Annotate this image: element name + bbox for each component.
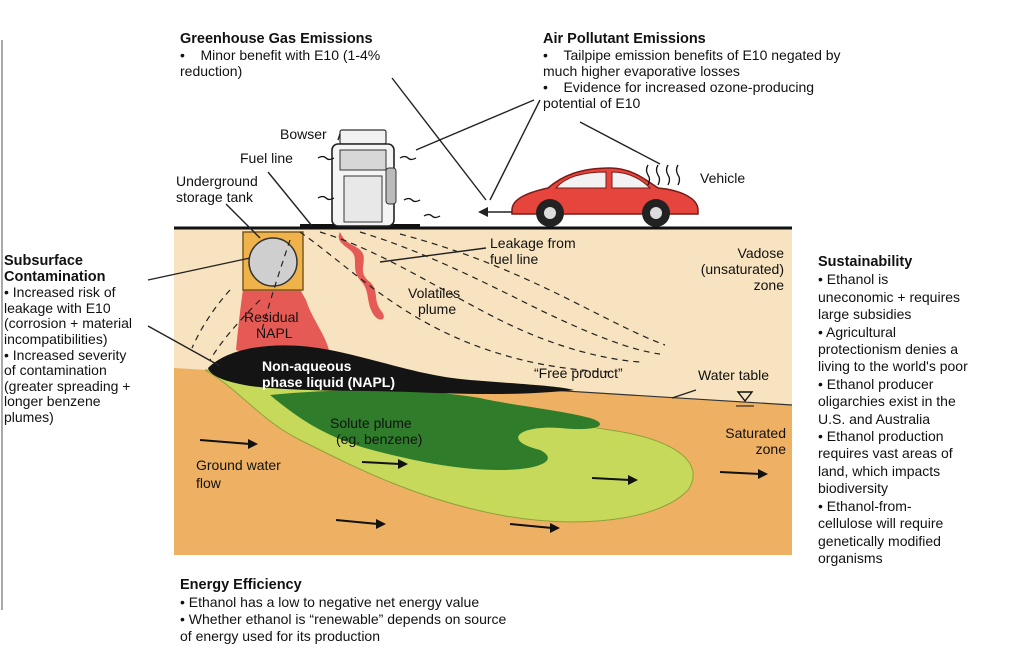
label-residual-2: NAPL — [256, 325, 293, 341]
subsurface-line-9: plumes) — [4, 408, 54, 425]
air-bullet-2-text: Evidence for increased ozone-producing — [563, 79, 815, 95]
napl-pool — [208, 345, 574, 394]
subsurface-heading-2: Contamination — [4, 268, 106, 285]
label-vadose-1: Vadose — [738, 245, 785, 261]
groundwater-arrowheads — [248, 439, 768, 533]
air-bullet-2: • Evidence for increased ozone-producing — [543, 79, 815, 95]
subsurface-section: Subsurface Contamination • Increased ris… — [4, 253, 172, 426]
sustainability-line-3: large subsidies — [818, 306, 912, 323]
air-bullet-1-text: Tailpipe emission benefits of E10 negate… — [563, 47, 841, 63]
sustainability-line-16: genetically modified — [818, 532, 941, 549]
air-bullet-1: • Tailpipe emission benefits of E10 nega… — [543, 47, 841, 63]
subsurface-line-7: (greater spreading + — [4, 377, 131, 394]
label-ust-2: storage tank — [176, 189, 254, 205]
groundwater-flow-arrows — [199, 439, 761, 529]
energy-heading: Energy Efficiency — [180, 577, 302, 593]
sustainability-line-4: • Agricultural — [818, 323, 897, 340]
air-bullet-1-cont: much higher evaporative losses — [543, 63, 740, 79]
sustainability-line-6: living to the world's poor — [818, 358, 968, 375]
sustainability-heading: Sustainability — [818, 254, 913, 270]
greenhouse-bullet-1: • Minor benefit with E10 (1-4% — [180, 47, 381, 63]
energy-line-3: of energy used for its production — [180, 628, 381, 644]
label-solute-1: Solute plume — [330, 415, 412, 431]
air-heading: Air Pollutant Emissions — [543, 31, 706, 47]
storage-tank — [248, 237, 298, 287]
sustainability-line-12: land, which impacts — [818, 462, 941, 479]
fuel-line-leak — [338, 232, 384, 320]
subsurface-line-6: of contamination — [4, 362, 107, 379]
label-volatiles-1: Volatiles — [408, 285, 460, 301]
bowser-pump — [331, 129, 397, 227]
sustainability-line-10: • Ethanol production — [818, 428, 944, 445]
label-bowser: Bowser — [280, 126, 327, 142]
greenhouse-bullet-1-cont: reduction) — [180, 63, 243, 79]
label-napl-2: phase liquid (NAPL) — [262, 374, 395, 390]
subsurface-line-4: incompatibilities) — [4, 330, 108, 347]
emission-arrow — [478, 207, 512, 217]
label-groundwater-1: Ground water — [196, 457, 281, 473]
sustainability-line-7: • Ethanol producer — [818, 375, 934, 392]
label-leakage-1: Leakage from — [490, 235, 576, 251]
sustainability-line-14: • Ethanol-from- — [818, 497, 912, 514]
sustainability-line-15: cellulose will require — [818, 515, 944, 532]
sustainability-line-2: uneconomic + requires — [818, 288, 961, 305]
subsurface-line-1: • Increased risk of — [4, 284, 116, 301]
energy-section: Energy Efficiency • Ethanol has a low to… — [180, 577, 660, 645]
leader-lines — [147, 77, 697, 399]
label-free-product: “Free product” — [534, 365, 623, 381]
evaporation-squiggles — [317, 155, 681, 219]
label-residual-1: Residual — [244, 309, 298, 325]
label-saturated-2: zone — [756, 441, 787, 457]
label-vadose-2: (unsaturated) — [701, 261, 784, 277]
air-bullet-2-cont: potential of E10 — [543, 95, 641, 111]
label-groundwater-2: flow — [196, 475, 222, 491]
label-water-table: Water table — [698, 367, 769, 383]
label-fuel-line: Fuel line — [240, 150, 293, 166]
label-saturated-1: Saturated — [725, 425, 786, 441]
label-leakage-2: fuel line — [490, 251, 538, 267]
greenhouse-bullet-1-text: Minor benefit with E10 (1-4% — [200, 47, 381, 63]
subsurface-line-5: • Increased severity — [4, 346, 127, 363]
sustainability-line-1: • Ethanol is — [818, 271, 889, 288]
volatiles-plume-lines — [191, 231, 666, 373]
sustainability-line-11: requires vast areas of — [818, 445, 953, 462]
greenhouse-section: Greenhouse Gas Emissions • Minor benefit… — [180, 31, 480, 79]
subsurface-heading-1: Subsurface — [4, 253, 83, 269]
air-section: Air Pollutant Emissions • Tailpipe emiss… — [543, 31, 943, 111]
energy-line-1: • Ethanol has a low to negative net ener… — [180, 594, 480, 610]
subsurface-line-3: (corrosion + material — [4, 315, 132, 332]
label-solute-2: (eg. benzene) — [336, 431, 422, 447]
subsurface-line-2: leakage with E10 — [4, 299, 111, 316]
label-napl-1: Non-aqueous — [262, 358, 352, 374]
label-vehicle: Vehicle — [700, 170, 745, 186]
sustainability-line-5: protectionism denies a — [818, 341, 959, 358]
sustainability-line-9: U.S. and Australia — [818, 410, 931, 427]
sustainability-line-8: oligarchies exist in the — [818, 393, 956, 410]
sustainability-line-13: biodiversity — [818, 480, 889, 497]
subsurface-line-8: longer benzene — [4, 393, 101, 410]
energy-line-2: • Whether ethanol is “renewable” depends… — [180, 611, 507, 627]
vehicle-car — [511, 167, 699, 227]
solute-plume-core — [270, 390, 600, 470]
greenhouse-heading: Greenhouse Gas Emissions — [180, 31, 373, 47]
sustainability-section: Sustainability • Ethanol is uneconomic +… — [818, 254, 1022, 567]
water-table-symbol — [736, 391, 754, 403]
label-volatiles-2: plume — [418, 301, 456, 317]
sustainability-line-17: organisms — [818, 549, 883, 566]
label-vadose-3: zone — [754, 277, 785, 293]
label-ust-1: Underground — [176, 173, 258, 189]
